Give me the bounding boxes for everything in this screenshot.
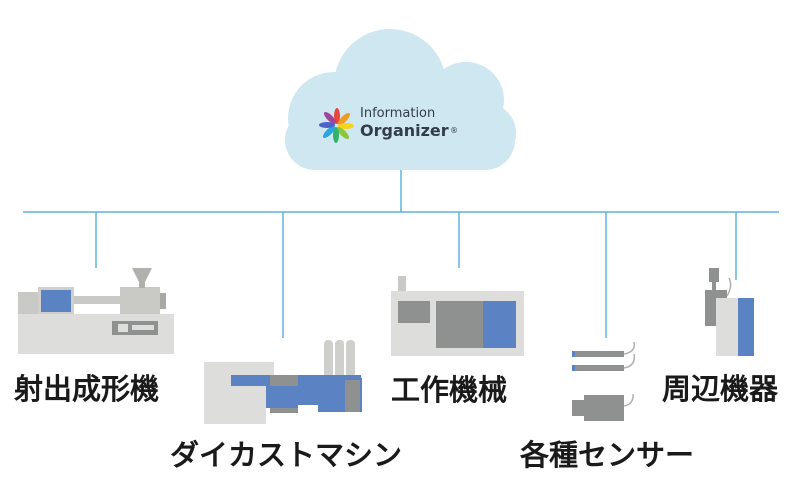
injection-machine-icon [18, 268, 174, 354]
sensors-icon [572, 341, 636, 421]
label-injection: 射出成形機 [14, 372, 160, 406]
label-peripheral: 周辺機器 [662, 372, 779, 406]
machine-tool-icon [391, 276, 524, 356]
label-machine-tool: 工作機械 [391, 373, 508, 407]
peripheral-icon [705, 268, 754, 356]
logo-registered-mark: ® [450, 126, 458, 135]
diecast-machine-icon [204, 340, 362, 424]
label-sensors: 各種センサー [520, 438, 695, 472]
logo-line1: Information [360, 106, 436, 121]
logo-line2: Organizer [360, 121, 449, 140]
label-diecast: ダイカストマシン [170, 438, 403, 472]
cloud-shape [285, 29, 516, 170]
network-lines [23, 170, 779, 338]
logo-icon [319, 108, 354, 143]
